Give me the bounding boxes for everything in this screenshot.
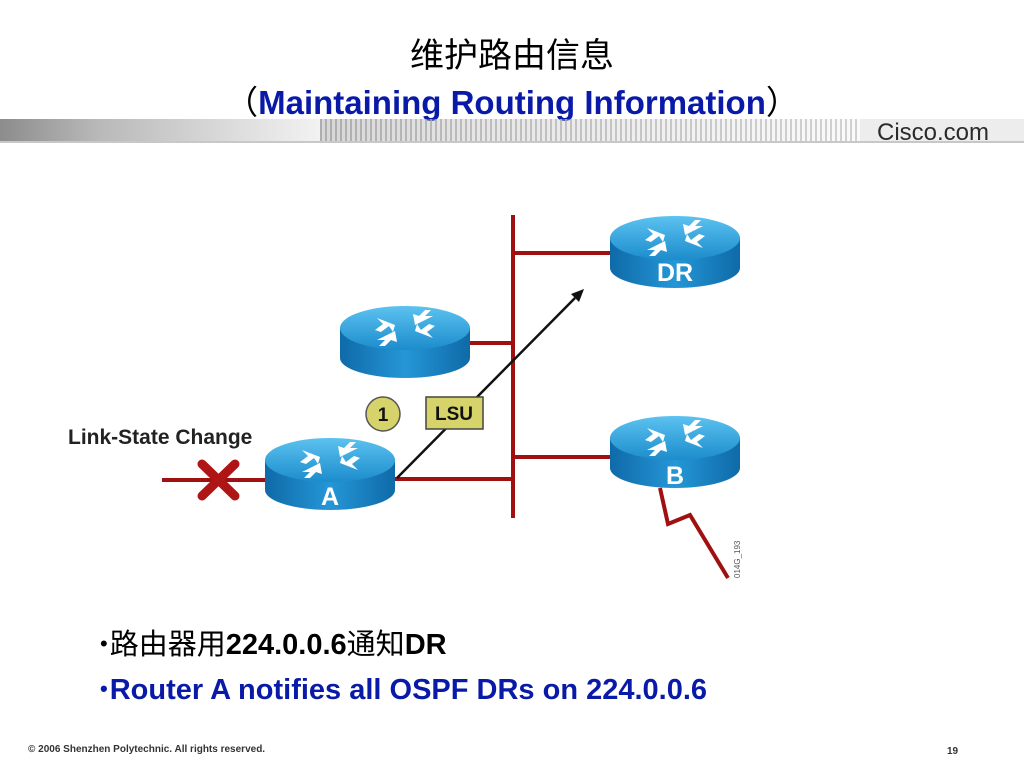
bullet-item-chinese: •路由器用224.0.0.6通知DR bbox=[100, 622, 707, 667]
lsu-packet-box bbox=[425, 396, 484, 430]
link-failure-x-icon bbox=[197, 459, 240, 501]
bullet1-mid: 通知 bbox=[346, 629, 405, 661]
lsu-label: LSU bbox=[435, 404, 473, 425]
bullet-dot-icon: • bbox=[100, 631, 108, 656]
bullet-dot-icon: • bbox=[100, 676, 108, 701]
router-a bbox=[265, 438, 395, 510]
router-dr-label: DR bbox=[657, 259, 693, 287]
step-badge bbox=[365, 396, 401, 432]
step-number: 1 bbox=[378, 405, 389, 426]
network-diagram: DR B A Link-State Change 1 LSU 014G_193 bbox=[68, 215, 742, 580]
cisco-logo: Cisco.com bbox=[877, 119, 990, 146]
title-english-text: Maintaining Routing Information bbox=[258, 84, 766, 121]
bullet2-text: Router A notifies all OSPF DRs on 224.0.… bbox=[109, 674, 708, 706]
router-dr bbox=[610, 216, 740, 288]
bullet-list: •路由器用224.0.0.6通知DR •Router A notifies al… bbox=[100, 622, 707, 712]
wan-serial-link bbox=[658, 487, 730, 580]
title-close-paren: ） bbox=[765, 84, 799, 121]
slide-title-chinese: 维护路由信息 bbox=[410, 36, 614, 76]
footer-page-number: 19 bbox=[947, 746, 959, 757]
lsu-flood-arrow bbox=[396, 289, 584, 479]
bullet1-ip: 224.0.0.6 bbox=[225, 629, 347, 661]
footer-copyright: © 2006 Shenzhen Polytechnic. All rights … bbox=[28, 744, 266, 755]
header-decoration-bar bbox=[0, 119, 1024, 143]
router-b-label: B bbox=[666, 462, 684, 490]
bullet1-prefix: 路由器用 bbox=[109, 629, 226, 661]
bullet-item-english: •Router A notifies all OSPF DRs on 224.0… bbox=[100, 667, 707, 712]
router-a-label: A bbox=[321, 483, 339, 511]
bullet1-suffix: DR bbox=[404, 629, 447, 661]
link-state-change-label: Link-State Change bbox=[68, 426, 252, 449]
router-b bbox=[610, 416, 740, 488]
figure-code: 014G_193 bbox=[733, 540, 742, 578]
slide-title-english: （Maintaining Routing Information） bbox=[0, 76, 1024, 124]
router-upper bbox=[340, 306, 470, 378]
title-open-paren: （ bbox=[225, 84, 259, 121]
